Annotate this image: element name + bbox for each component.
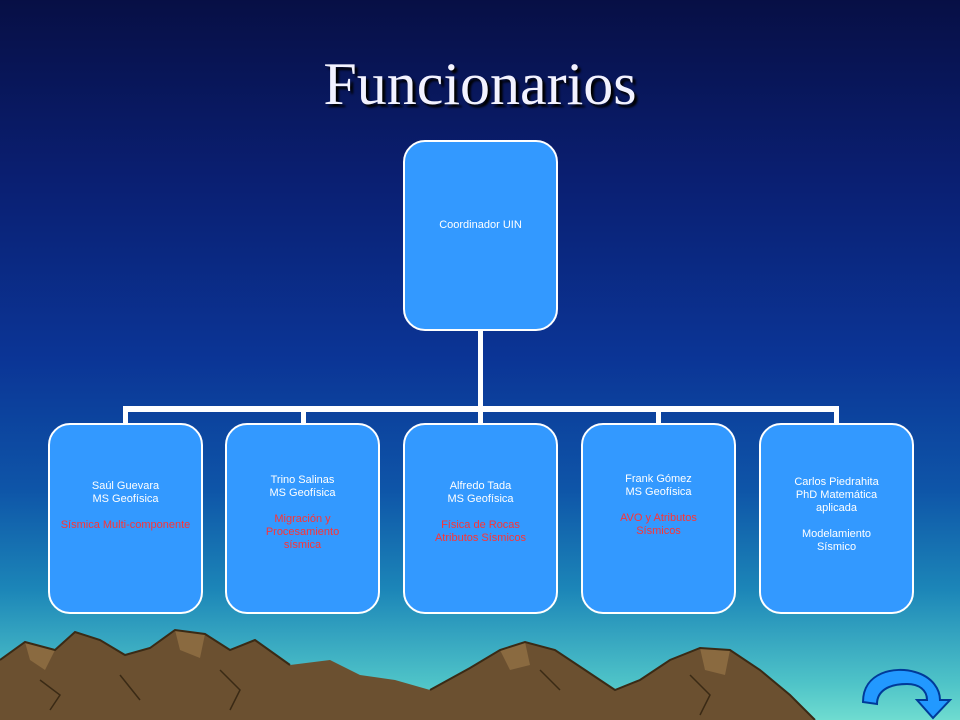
person-degree-line-2: aplicada (816, 501, 857, 514)
connector-child-3 (478, 406, 483, 424)
person-degree: MS Geofísica (625, 486, 692, 498)
org-node-alfredo-tada[interactable]: Alfredo Tada MS Geofísica Física de Roca… (403, 423, 558, 614)
person-area-line-2: Sísmicos (636, 525, 681, 537)
org-node-saul-guevara[interactable]: Saúl Guevara MS Geofísica Sísmica Multi-… (48, 423, 203, 614)
person-area-line-1: Migración y (274, 512, 331, 525)
person-degree: MS Geofísica (269, 486, 336, 499)
person-area-line-2: Procesamiento (265, 525, 340, 538)
person-name: Carlos Piedrahita (794, 475, 879, 488)
u-turn-arrow-icon[interactable] (855, 662, 955, 720)
person-area-line-2: Sísmico (816, 540, 857, 553)
person-degree-line-1: PhD Matemática (795, 488, 878, 501)
slide-title: Funcionarios (323, 51, 637, 117)
org-node-trino-salinas[interactable]: Trino Salinas MS Geofísica Migración y P… (225, 423, 380, 614)
person-area-line-1: Física de Rocas (441, 519, 520, 531)
connector-child-2 (301, 406, 306, 424)
connector-child-5 (834, 406, 839, 424)
person-name: Alfredo Tada (449, 480, 512, 492)
coordinator-label: Coordinador UIN (439, 219, 522, 231)
person-degree: MS Geofísica (92, 492, 159, 505)
org-node-frank-gomez[interactable]: Frank Gómez MS Geofísica AVO y Atributos… (581, 423, 736, 614)
org-node-coordinator[interactable]: Coordinador UIN (403, 140, 558, 331)
person-area-line-3: sísmica (283, 538, 322, 551)
person-name: Saúl Guevara (91, 479, 160, 492)
connector-root-vertical (478, 330, 483, 410)
person-area-line-1: Modelamiento (801, 527, 872, 540)
mountain-landscape-image (0, 628, 816, 720)
person-area-line-1: AVO y Atributos (620, 512, 697, 524)
person-degree: MS Geofísica (447, 493, 514, 505)
connector-child-1 (123, 406, 128, 424)
person-area-line-2: Atributos Sísmicos (434, 532, 527, 544)
person-area: Sísmica Multi-componente (60, 518, 191, 531)
connector-child-4 (656, 406, 661, 424)
person-name: Trino Salinas (270, 473, 335, 486)
person-name: Frank Gómez (625, 473, 692, 485)
org-node-carlos-piedrahita[interactable]: Carlos Piedrahita PhD Matemática aplicad… (759, 423, 914, 614)
